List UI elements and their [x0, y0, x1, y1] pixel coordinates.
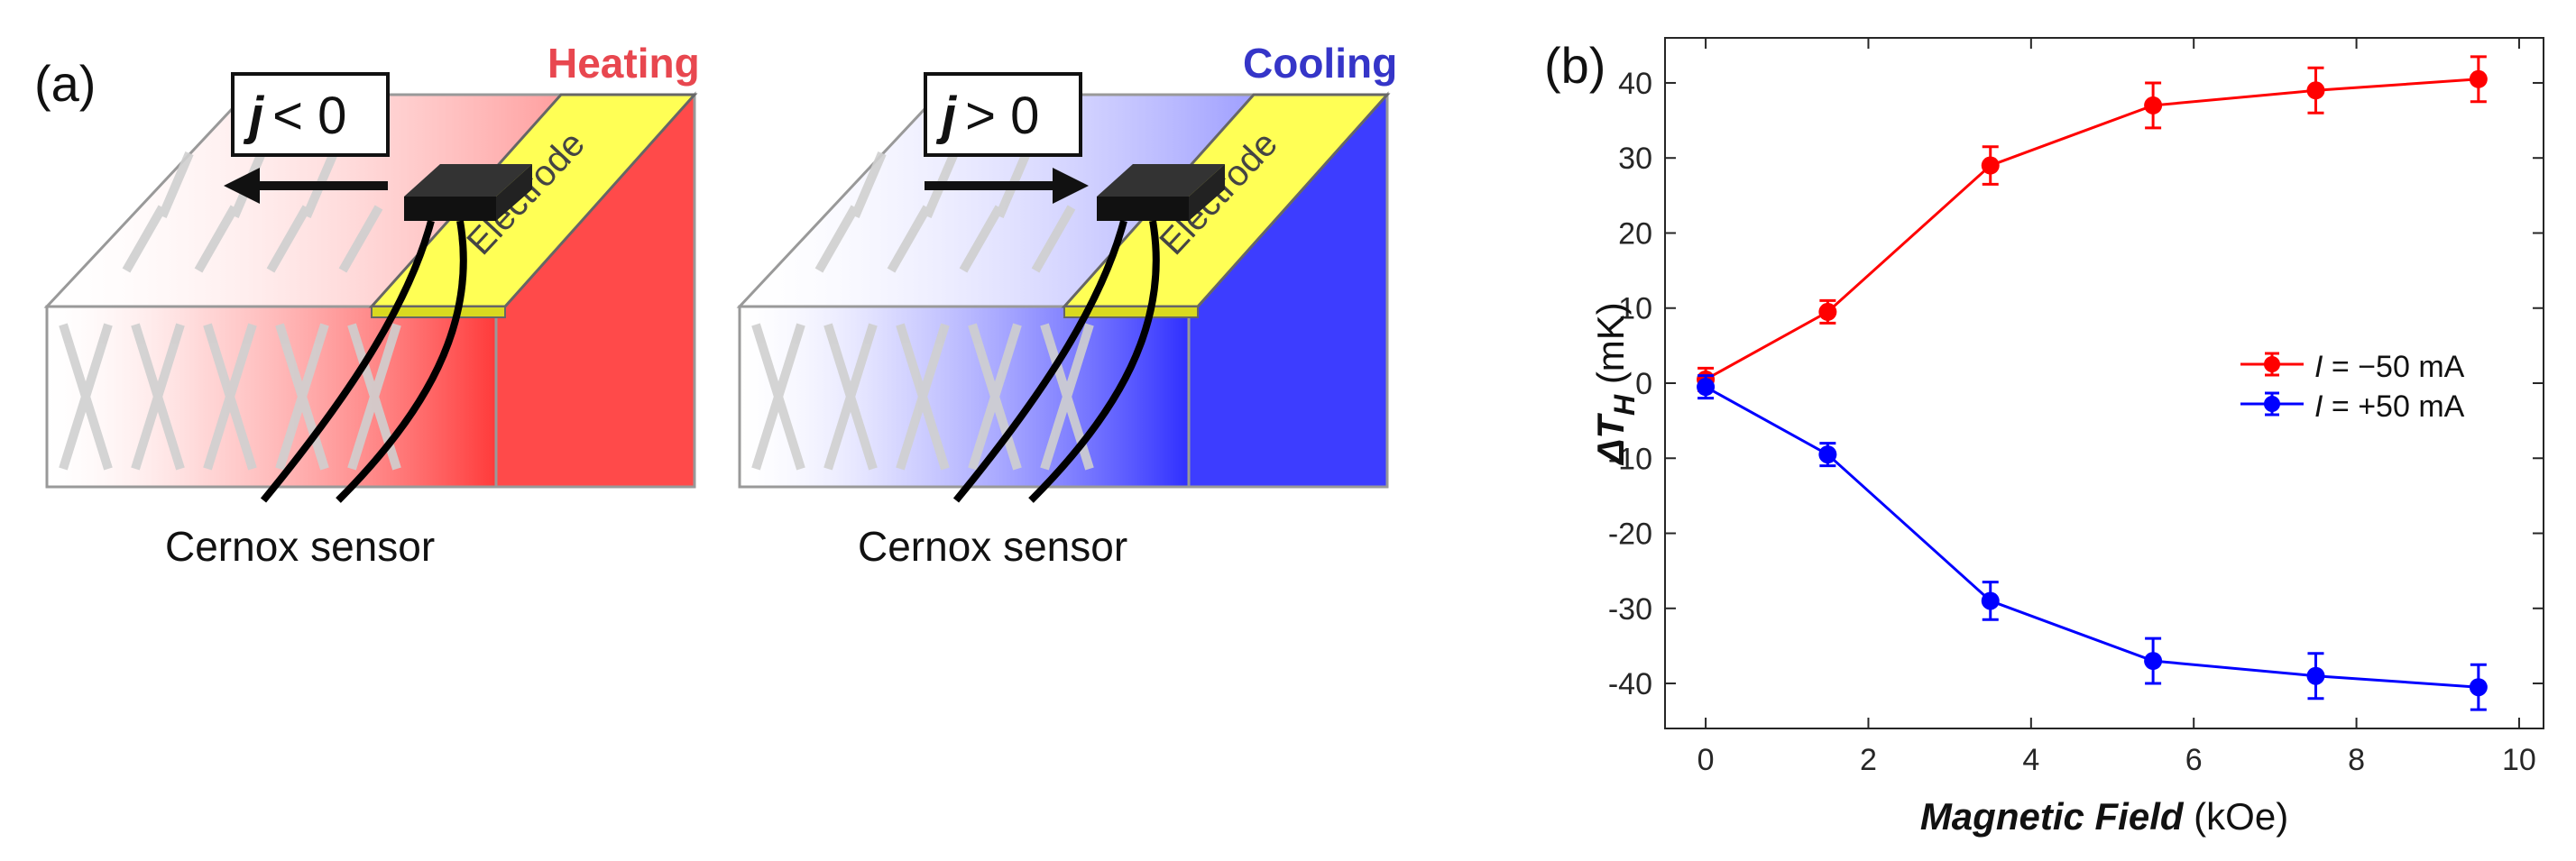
x-axis-label: Magnetic Field (kOe)	[1920, 795, 2288, 838]
heating-block: Electrode j< 0 Heating Cernox sensor	[43, 40, 700, 570]
panel-b-label: (b)	[1544, 37, 1605, 94]
block-front-face	[45, 305, 498, 489]
data-point	[2144, 652, 2163, 671]
y-tick-label: -10	[1608, 442, 1652, 476]
y-tick-label: -40	[1608, 667, 1652, 701]
y-tick-label: 10	[1618, 292, 1652, 326]
x-tick-label: 2	[1860, 743, 1877, 777]
x-tick-label: 10	[2502, 743, 2536, 777]
x-tick-label: 0	[1697, 743, 1715, 777]
legend-label-blue: I = +50 mA	[2314, 389, 2465, 424]
sensor-wire-1	[260, 219, 435, 503]
series-line-0	[1705, 78, 2479, 381]
sensor-wire-1	[952, 219, 1127, 503]
svg-text:j> 0: j> 0	[935, 87, 1039, 145]
current-relation: > 0	[965, 87, 1039, 145]
x-tick-label: 8	[2348, 743, 2365, 777]
data-point	[2144, 96, 2163, 114]
data-point	[1981, 591, 2000, 610]
block-front-face	[738, 305, 1191, 489]
data-point	[2469, 678, 2488, 697]
sensor-chip	[404, 164, 532, 197]
x-axis: 0 2 4 6 8 10	[1697, 38, 2536, 777]
heating-title: Heating	[547, 40, 700, 87]
y-tick-label: 40	[1618, 67, 1652, 101]
current-label-box	[231, 72, 390, 157]
y-tick-label: 20	[1618, 216, 1652, 251]
data-point	[2306, 666, 2325, 685]
sensor-wire-2	[1028, 220, 1160, 503]
data-point	[1818, 302, 1837, 321]
y-tick-label: 30	[1618, 142, 1652, 176]
series-line-1	[1705, 385, 2479, 689]
y-axis-label-main: ΔT	[1589, 413, 1632, 466]
series-layer	[1697, 55, 2488, 711]
x-tick-label: 4	[2022, 743, 2039, 777]
data-point	[1981, 156, 2000, 175]
sensor-chip	[1097, 164, 1225, 197]
y-axis: 40 30 20 10 0 -10 -20 -30 -40	[1608, 67, 2544, 701]
x-axis-label-main: Magnetic Field	[1920, 795, 2185, 838]
sensor-wire-2	[336, 220, 467, 503]
plot-frame	[1664, 37, 2544, 729]
cooling-title: Cooling	[1243, 40, 1397, 87]
sensor-label: Cernox sensor	[165, 523, 435, 570]
data-point	[1697, 378, 1716, 397]
x-axis-label-unit: (kOe)	[2184, 795, 2289, 838]
sensor-label: Cernox sensor	[858, 523, 1127, 570]
y-tick-label: -30	[1608, 592, 1652, 627]
chart-area: 40 30 20 10 0 -10 -20 -30 -40 0 2 4 6 8 10 ΔTH (mK) M…	[1589, 37, 2544, 838]
panel-a-label: (a)	[34, 55, 96, 112]
svg-text:j< 0: j< 0	[243, 87, 346, 145]
y-tick-label: 0	[1635, 367, 1652, 401]
data-point	[1818, 445, 1837, 464]
lattice-pattern	[59, 151, 401, 471]
y-axis-label: ΔTH (mK)	[1589, 302, 1641, 466]
lattice-pattern	[751, 151, 1094, 471]
current-label-box	[924, 72, 1082, 157]
cooling-block: Electrode j> 0 Cooling Cernox sensor	[736, 40, 1397, 570]
legend-label-red: I = −50 mA	[2314, 350, 2465, 384]
data-point	[2469, 69, 2488, 88]
y-tick-label: -20	[1608, 518, 1652, 552]
x-tick-label: 6	[2185, 743, 2203, 777]
y-axis-label-sub: H	[1608, 394, 1641, 416]
legend: I = −50 mA I = +50 mA	[2240, 350, 2465, 424]
current-relation: < 0	[272, 87, 346, 145]
data-point	[2306, 81, 2325, 100]
y-axis-label-unit: (mK)	[1589, 302, 1632, 395]
